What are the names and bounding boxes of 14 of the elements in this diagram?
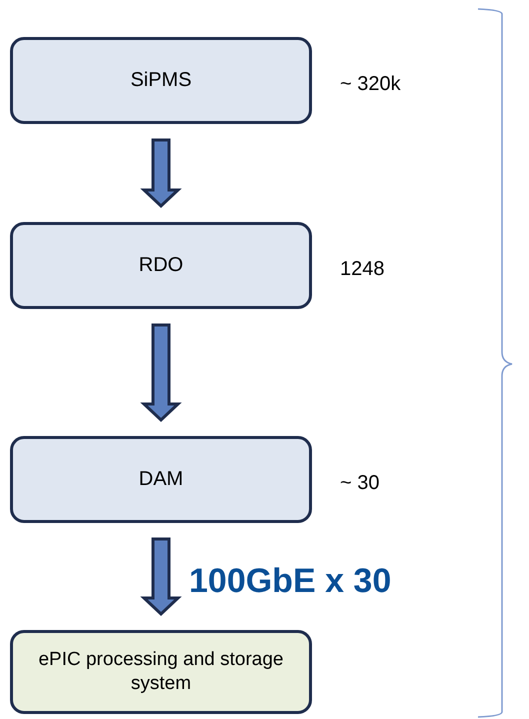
count-label: 1248 [340,256,384,282]
process-box [10,222,312,309]
block-arrow [140,538,182,616]
process-box [10,630,312,714]
count-label: ~ 30 [340,470,380,496]
process-box [10,436,312,523]
box-label: DAM [138,467,184,492]
count-label: ~ 320k [340,72,401,96]
box-label: RDO [138,253,184,278]
block-arrow [140,324,182,422]
box-label: SiPMS [130,68,192,93]
box-label: ePIC processing and storage system [37,648,285,696]
block-arrow [140,138,182,208]
process-box [10,37,312,124]
